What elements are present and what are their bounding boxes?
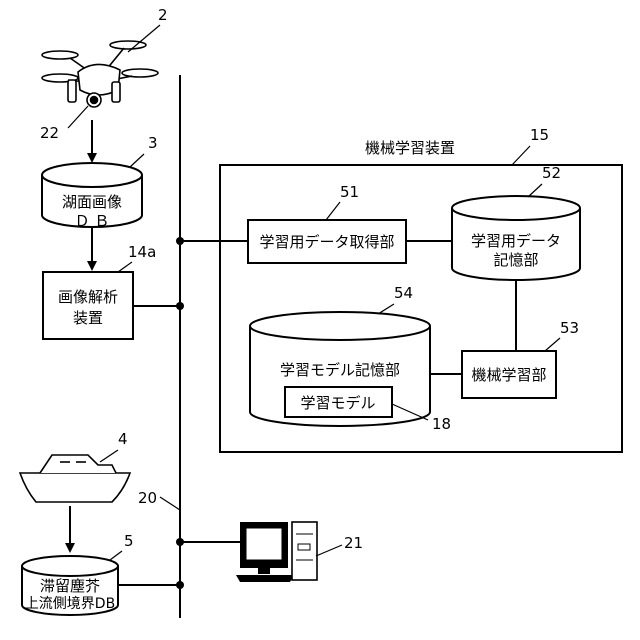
network-bus-ref: 20 [138,489,157,507]
svg-text:装置: 装置 [73,309,103,327]
learning-data-acquisition: 学習用データ取得部 [248,220,406,263]
svg-text:機械学習部: 機械学習部 [471,366,546,384]
debris-boundary-db-leader [110,551,122,560]
learning-data-storage: 学習用データ 記憶部 [452,196,580,280]
bus-junction-analysis [176,302,184,310]
camera-ref: 22 [40,124,59,142]
image-analysis-device: 画像解析 装置 [43,272,133,339]
svg-text:湖面画像: 湖面画像 [62,193,122,211]
image-analysis-ref: 14a [128,243,156,261]
bus-junction-acquisition [176,237,184,245]
bus-junction-debris-db [176,581,184,589]
svg-text:記憶部: 記憶部 [493,251,538,269]
computer-leader [316,545,342,556]
svg-text:学習用データ取得部: 学習用データ取得部 [259,233,394,251]
boat-leader [100,450,118,462]
bus-junction-computer [176,538,184,546]
svg-text:滞留塵芥: 滞留塵芥 [40,577,100,595]
machine-learning-device-ref: 15 [530,126,549,144]
learning-model: 学習モデル [285,387,392,417]
learning-model-storage-ref: 54 [394,284,413,302]
debris-boundary-db-ref: 5 [124,532,134,550]
drone-icon [42,41,158,107]
learning-data-storage-ref: 52 [542,164,561,182]
computer-icon [236,522,317,582]
svg-text:学習用データ: 学習用データ [471,232,561,250]
machine-learning-device-title: 機械学習装置 [365,139,455,157]
learning-model-ref: 18 [432,415,451,433]
svg-text:上流側境界DB: 上流側境界DB [25,596,115,612]
network-bus-leader [160,497,180,510]
svg-text:学習モデル記憶部: 学習モデル記憶部 [280,361,400,379]
boat-icon [20,455,130,502]
machine-learning-unit: 機械学習部 [462,351,556,398]
image-analysis-leader [118,262,132,272]
machine-learning-device-leader [512,146,530,165]
debris-boundary-db: 滞留塵芥 上流側境界DB [22,556,118,615]
machine-learning-unit-ref: 53 [560,319,579,337]
boat-ref: 4 [118,430,128,448]
learning-data-acquisition-ref: 51 [340,183,359,201]
camera-leader [68,106,88,128]
lake-image-db: 湖面画像 Ｄ Ｂ [42,163,142,230]
drone-ref: 2 [158,6,168,24]
computer-ref: 21 [344,534,363,552]
lake-image-db-leader [130,154,144,167]
svg-text:画像解析: 画像解析 [58,288,118,306]
drone-leader [128,25,160,52]
lake-image-db-ref: 3 [148,134,158,152]
svg-text:学習モデル: 学習モデル [300,394,375,412]
